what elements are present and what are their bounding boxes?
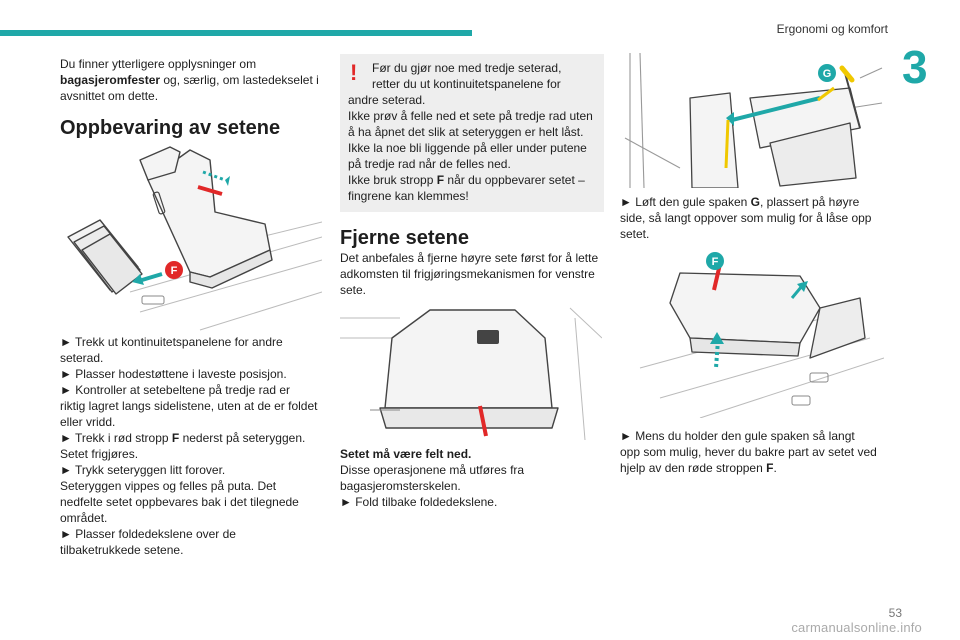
hold-line: ► Mens du holder den gule spaken så lang… bbox=[620, 429, 855, 443]
warning-line: Ikke la noe bli liggende på eller under … bbox=[348, 141, 587, 155]
hold-line: hjelp av den røde stroppen F. bbox=[620, 460, 890, 476]
label-f: F bbox=[171, 265, 178, 277]
warning-line: fingrene kan klemmes! bbox=[348, 189, 469, 203]
step-line: riktig lagret langs sidelistene, uten at… bbox=[60, 399, 318, 413]
step-strap: ► Trekk i rød stropp F nederst på setery… bbox=[60, 430, 328, 446]
seat-front-illustration bbox=[340, 307, 602, 440]
lever-bold: G bbox=[750, 195, 760, 209]
intro-text: Du finner ytterligere opplysninger om bbox=[60, 57, 257, 71]
watermark: carmanualsonline.info bbox=[791, 620, 922, 635]
warning-line: retter du ut kontinuitetspanelene for bbox=[372, 77, 561, 91]
step-line: ► Plasser hodestøttene i laveste posisjo… bbox=[60, 367, 287, 381]
left-instructions: ► Trekk ut kontinuitetspanelene for andr… bbox=[60, 334, 328, 558]
heading-oppbevaring: Oppbevaring av setene bbox=[60, 117, 281, 139]
hold-text-2: . bbox=[773, 461, 777, 475]
label-f2-circle bbox=[706, 252, 724, 270]
label-g-circle bbox=[818, 64, 836, 82]
right-hold-text: ► Mens du holder den gule spaken så lang… bbox=[620, 428, 890, 476]
label-f2: F bbox=[712, 256, 719, 268]
header-accent-bar bbox=[0, 30, 472, 36]
step-strap-bold: F bbox=[171, 431, 180, 445]
step-line: eller vridd. bbox=[60, 415, 116, 429]
lever-text: ► Løft den gule spaken bbox=[620, 195, 751, 209]
step-line: Setet frigjøres. bbox=[60, 447, 139, 461]
lever-line: side, så langt oppover som mulig for å l… bbox=[620, 211, 872, 225]
intro-line: sete. bbox=[340, 283, 367, 297]
middle-line: ► Fold tilbake foldedekslene. bbox=[340, 495, 498, 509]
intro-line: Det anbefales å fjerne høyre sete først … bbox=[340, 251, 599, 265]
label-g: G bbox=[823, 68, 832, 80]
section-title: Ergonomi og komfort bbox=[776, 22, 888, 36]
chapter-number: 3 bbox=[902, 41, 928, 93]
step-line: ► Trekk ut kontinuitetspanelene for andr… bbox=[60, 335, 283, 349]
middle-line: Disse operasjonene må utføres fra bbox=[340, 463, 525, 477]
step-line: seterad. bbox=[60, 351, 104, 365]
warning-strap-text: Ikke bruk stropp bbox=[348, 173, 437, 187]
intro-text-3: avsnittet om dette. bbox=[60, 89, 159, 103]
bold-note: Setet må være felt ned. bbox=[340, 447, 472, 461]
lever-line: setet. bbox=[620, 227, 650, 241]
left-intro: Du finner ytterligere opplysninger om ba… bbox=[60, 56, 325, 104]
intro-text-2: og, særlig, om lastedekselet i bbox=[160, 73, 319, 87]
step-strap-text-2: nederst på seteryggen. bbox=[179, 431, 306, 445]
page-number: 53 bbox=[888, 606, 902, 620]
step-line: området. bbox=[60, 511, 108, 525]
intro-line: adkomsten til frigjøringsmekanismen for … bbox=[340, 267, 595, 281]
hold-line: opp som mulig, hever du bakre part av se… bbox=[620, 445, 877, 459]
middle-text: Setet må være felt ned. Disse operasjone… bbox=[340, 446, 608, 510]
warning-line: på tredje rad når de felles ned. bbox=[348, 157, 511, 171]
step-strap-text: ► Trekk i rød stropp bbox=[60, 431, 172, 445]
hold-text: hjelp av den røde stroppen bbox=[620, 461, 767, 475]
step-line: ► Trykk seteryggen litt forover. bbox=[60, 463, 226, 477]
warning-line: å ha åpnet det slik at seteryggen er hel… bbox=[348, 125, 584, 139]
warning-strap-text-2: når du oppbevarer setet – bbox=[444, 173, 585, 187]
step-line: nedfelte setet oppbevares bak i det tile… bbox=[60, 495, 299, 509]
warning-box bbox=[340, 54, 604, 212]
warning-line: andre seterad. bbox=[348, 93, 426, 107]
step-line: tilbaketrukkede setene. bbox=[60, 543, 184, 557]
warning-icon: ! bbox=[350, 60, 358, 85]
lever-line: ► Løft den gule spaken G, plassert på hø… bbox=[620, 194, 890, 210]
seat-fold-illustration: F bbox=[60, 142, 322, 332]
step-line: Seteryggen vippes og felles på puta. Det bbox=[60, 479, 277, 493]
warning-strap: Ikke bruk stropp F når du oppbevarer set… bbox=[348, 172, 600, 188]
lever-illustration: G bbox=[624, 52, 883, 188]
seat-lift-illustration: F bbox=[639, 252, 884, 418]
middle-line: bagasjeromsterskelen. bbox=[340, 479, 461, 493]
warning-line: Ikke prøv å felle ned et sete på tredje … bbox=[348, 109, 593, 123]
heading-fjerne: Fjerne setene bbox=[340, 227, 469, 249]
warning-line: Før du gjør noe med tredje seterad, bbox=[372, 61, 562, 75]
label-f-circle bbox=[165, 261, 183, 279]
lever-text-2: , plassert på høyre bbox=[759, 195, 860, 209]
warning-strap-bold: F bbox=[436, 173, 445, 187]
step-line: ► Plasser foldedekslene over de bbox=[60, 527, 236, 541]
intro-bold: bagasjeromfester bbox=[60, 73, 161, 87]
middle-intro: Det anbefales å fjerne høyre sete først … bbox=[340, 250, 608, 298]
right-lever-text: ► Løft den gule spaken G, plassert på hø… bbox=[620, 194, 890, 242]
step-line: ► Kontroller at setebeltene på tredje ra… bbox=[60, 383, 291, 397]
warning-text: Før du gjør noe med tredje seterad, rett… bbox=[348, 60, 600, 204]
hold-bold: F bbox=[766, 461, 774, 475]
